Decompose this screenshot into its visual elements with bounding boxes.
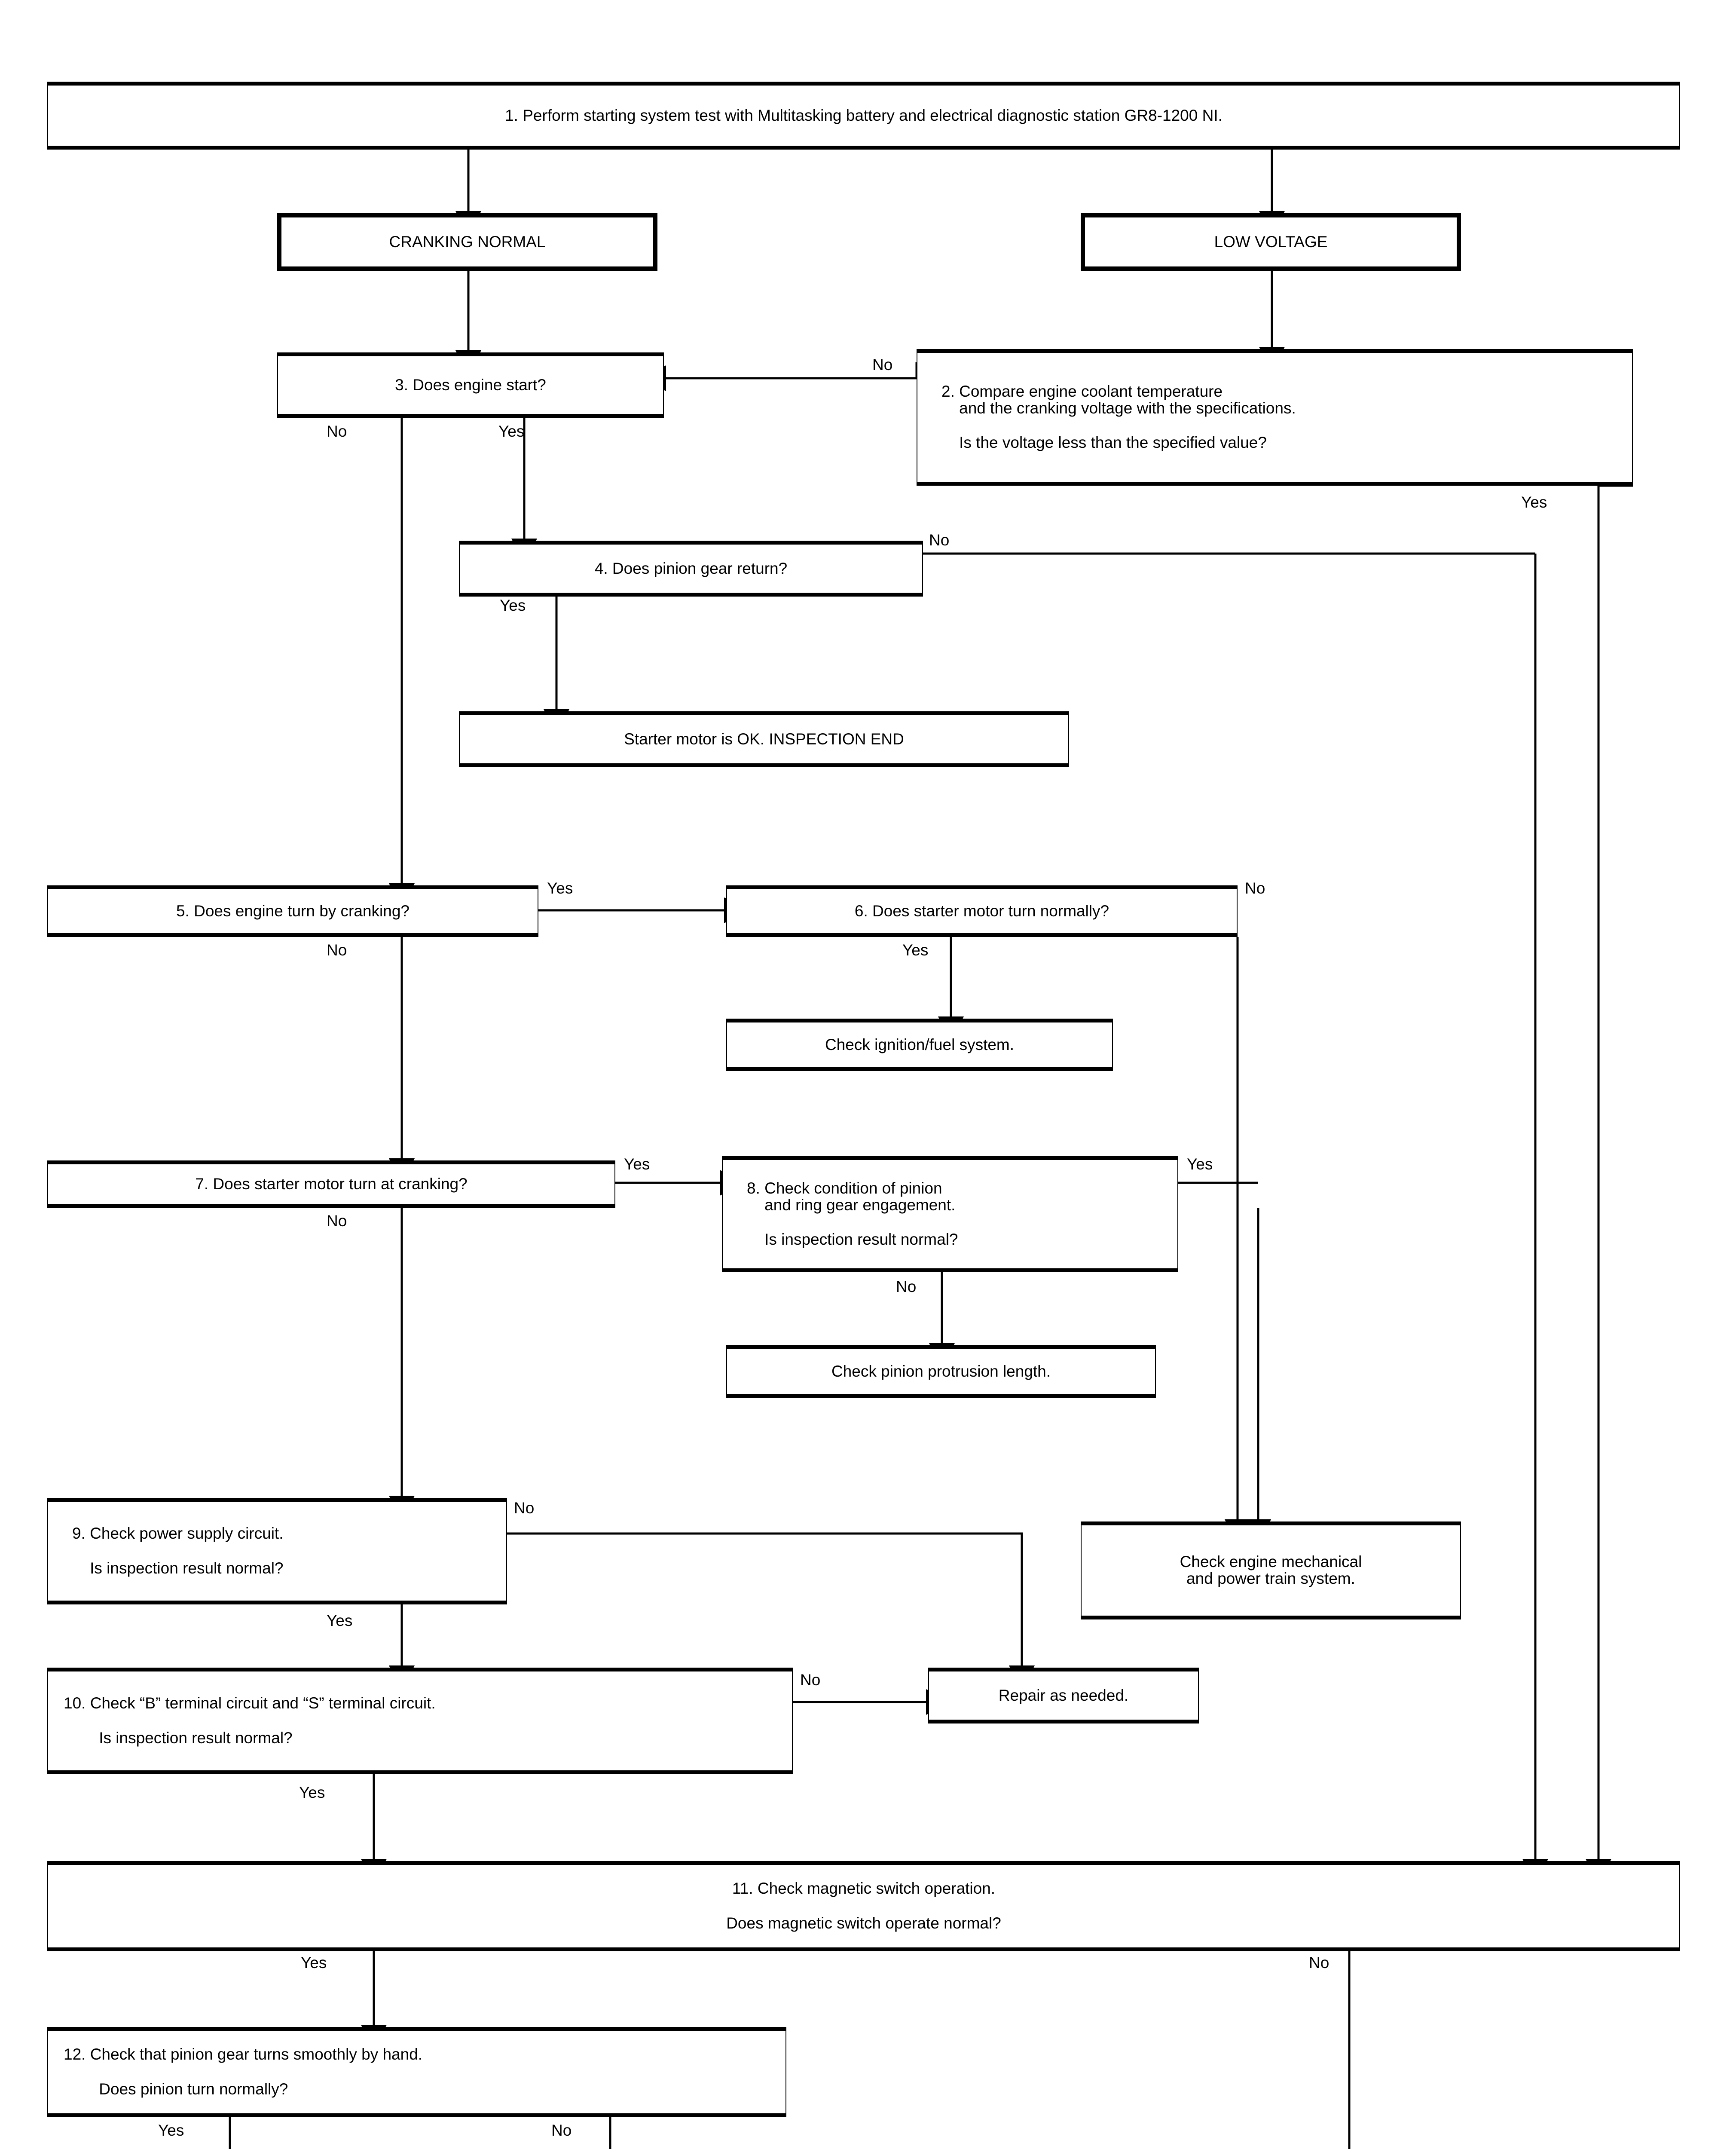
edge-label-node10-yes: Yes xyxy=(299,1784,325,1801)
node-2-line-3: Is the voltage less than the specified v… xyxy=(941,434,1267,452)
node-11-line-2: Does magnetic switch operate normal? xyxy=(726,1914,1001,1932)
node-10-line-0: 10. Check “B” terminal circuit and “S” t… xyxy=(64,1694,436,1712)
pinion-protrusion-line-0: Check pinion protrusion length. xyxy=(831,1362,1051,1380)
edge-label-node4-no: No xyxy=(929,531,950,549)
node-2-line-1: and the cranking voltage with the specif… xyxy=(941,399,1296,417)
node-check-engine-mechanical[interactable]: Check engine mechanical and power train … xyxy=(1081,1521,1461,1619)
edge-label-node5-yes: Yes xyxy=(547,879,573,897)
node-3-does-engine-start[interactable]: 3. Does engine start? xyxy=(277,352,664,418)
node-6-line-0: 6. Does starter motor turn normally? xyxy=(854,902,1109,920)
node-9-check-power-supply-circuit[interactable]: 9. Check power supply circuit. Is inspec… xyxy=(47,1498,507,1604)
node-8-line-0: 8. Check condition of pinion xyxy=(747,1179,942,1197)
node-10-line-2: Is inspection result normal? xyxy=(64,1729,293,1747)
engine-mech-line-0: Check engine mechanical xyxy=(1180,1553,1362,1571)
node-4-line-0: 4. Does pinion gear return? xyxy=(594,559,788,577)
node-check-ignition-fuel[interactable]: Check ignition/fuel system. xyxy=(726,1019,1113,1071)
node-8-check-pinion-ring-gear[interactable]: 8. Check condition of pinion and ring ge… xyxy=(722,1156,1178,1272)
edge-label-node3-no: No xyxy=(327,422,347,440)
node-5-line-0: 5. Does engine turn by cranking? xyxy=(176,902,410,920)
node-12-line-2: Does pinion turn normally? xyxy=(64,2080,288,2098)
node-9-line-2: Is inspection result normal? xyxy=(72,1559,284,1577)
node-11-line-0: 11. Check magnetic switch operation. xyxy=(732,1880,996,1898)
node-4-pinion-gear-return[interactable]: 4. Does pinion gear return? xyxy=(459,541,923,597)
node-6-starter-motor-turn-normally[interactable]: 6. Does starter motor turn normally? xyxy=(726,885,1238,937)
engine-mech-line-1: and power train system. xyxy=(1186,1570,1355,1587)
ignition-fuel-line-0: Check ignition/fuel system. xyxy=(825,1035,1015,1053)
edge-label-node12-yes: Yes xyxy=(158,2121,184,2139)
node-3-line-0: 3. Does engine start? xyxy=(395,376,546,394)
starter-ok-line-0: Starter motor is OK. INSPECTION END xyxy=(624,730,904,748)
node-8-line-3: Is inspection result normal? xyxy=(747,1231,958,1249)
edge-label-node12-no: No xyxy=(551,2121,572,2139)
node-9-spacer xyxy=(72,1542,506,1560)
edge-label-node8-yes: Yes xyxy=(1187,1155,1213,1173)
node-8-line-1: and ring gear engagement. xyxy=(747,1196,956,1214)
edge-label-node3-yes: Yes xyxy=(498,422,525,440)
edge-label-node9-no: No xyxy=(514,1499,535,1517)
edge-label-node6-no: No xyxy=(1245,879,1265,897)
node-5-engine-turn-by-cranking[interactable]: 5. Does engine turn by cranking? xyxy=(47,885,538,937)
node-low-voltage[interactable]: LOW VOLTAGE xyxy=(1081,213,1461,271)
node-1-start-test[interactable]: 1. Perform starting system test with Mul… xyxy=(47,82,1680,150)
node-2-line-0: 2. Compare engine coolant temperature xyxy=(941,382,1223,400)
node-12-spacer xyxy=(64,2063,785,2081)
node-2-spacer xyxy=(941,416,1632,435)
edge-label-node2-yes: Yes xyxy=(1521,493,1547,511)
edge-label-node4-yes: Yes xyxy=(500,597,526,614)
node-7-line-0: 7. Does starter motor turn at cranking? xyxy=(195,1175,468,1193)
node-starter-motor-ok[interactable]: Starter motor is OK. INSPECTION END xyxy=(459,711,1069,767)
node-11-spacer xyxy=(48,1897,1679,1915)
edge-label-node2-no: No xyxy=(872,356,893,373)
node-1-line-0: 1. Perform starting system test with Mul… xyxy=(505,106,1223,124)
repair-line-0: Repair as needed. xyxy=(998,1686,1129,1704)
edge-label-node7-yes: Yes xyxy=(624,1155,650,1173)
low-voltage-label: LOW VOLTAGE xyxy=(1214,233,1328,251)
node-2-compare-coolant-temp[interactable]: 2. Compare engine coolant temperature an… xyxy=(917,349,1633,486)
edge-label-node9-yes: Yes xyxy=(327,1612,353,1629)
edge-label-node7-no: No xyxy=(327,1212,347,1230)
node-cranking-normal[interactable]: CRANKING NORMAL xyxy=(277,213,657,271)
edge-label-node11-no: No xyxy=(1309,1954,1330,1971)
node-12-line-0: 12. Check that pinion gear turns smoothl… xyxy=(64,2045,423,2063)
node-11-check-magnetic-switch[interactable]: 11. Check magnetic switch operation. Doe… xyxy=(47,1861,1680,1951)
node-10-spacer xyxy=(64,1712,792,1730)
node-check-pinion-protrusion[interactable]: Check pinion protrusion length. xyxy=(726,1345,1156,1398)
cranking-normal-label: CRANKING NORMAL xyxy=(389,233,546,251)
node-10-check-b-s-terminal-circuit[interactable]: 10. Check “B” terminal circuit and “S” t… xyxy=(47,1668,793,1774)
node-12-check-pinion-turns-smoothly[interactable]: 12. Check that pinion gear turns smoothl… xyxy=(47,2027,786,2117)
node-7-starter-motor-turn-at-cranking[interactable]: 7. Does starter motor turn at cranking? xyxy=(47,1160,615,1208)
edge-label-node11-yes: Yes xyxy=(301,1954,327,1971)
node-repair-as-needed[interactable]: Repair as needed. xyxy=(928,1668,1199,1723)
node-8-spacer xyxy=(747,1213,1177,1231)
node-9-line-0: 9. Check power supply circuit. xyxy=(72,1525,284,1543)
edge-label-node6-yes: Yes xyxy=(902,941,929,959)
edge-label-node10-no: No xyxy=(800,1671,821,1689)
edge-label-node5-no: No xyxy=(327,941,347,959)
edge-label-node8-no: No xyxy=(896,1278,917,1295)
